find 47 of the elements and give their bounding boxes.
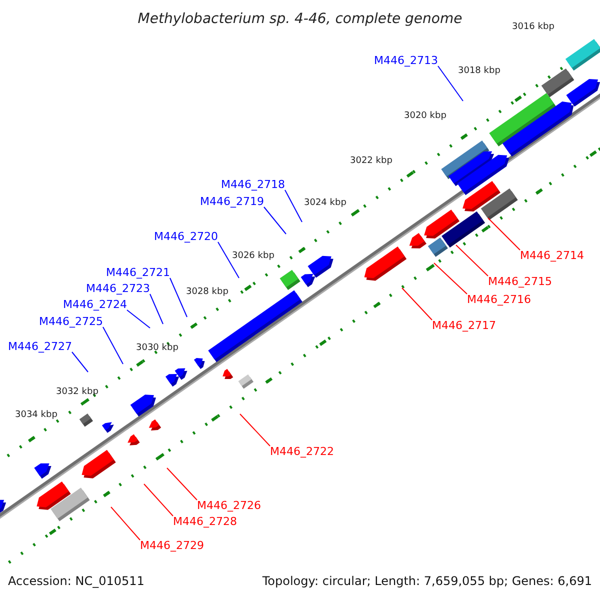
gene-label: M446_2717 xyxy=(432,320,496,331)
scale-label: 3028 kbp xyxy=(186,288,228,297)
leader-line xyxy=(71,352,88,372)
leader-line xyxy=(169,278,188,318)
leader-line xyxy=(110,506,140,540)
gene-label: M446_2723 xyxy=(86,283,150,294)
gene-label: M446_2726 xyxy=(197,500,261,511)
scale-label: 3016 kbp xyxy=(512,23,554,32)
accession-text: Accession: NC_010511 xyxy=(8,575,144,587)
gene-label: M446_2720 xyxy=(154,231,218,242)
leader-line xyxy=(217,242,240,278)
title: Methylobacterium sp. 4-46, complete genome xyxy=(138,12,462,26)
gene-label: M446_2718 xyxy=(221,179,285,190)
leader-line xyxy=(456,244,488,276)
scale-label: 3018 kbp xyxy=(458,67,500,76)
leader-line xyxy=(102,326,124,364)
gene-label: M446_2715 xyxy=(488,276,552,287)
gene-label: M446_2719 xyxy=(200,196,264,207)
leader-line xyxy=(434,262,468,294)
leader-line xyxy=(284,190,302,222)
leader-line xyxy=(240,414,270,446)
gene-label: M446_2727 xyxy=(8,341,72,352)
scale-label: 3030 kbp xyxy=(136,344,178,353)
gene-label: M446_2724 xyxy=(63,299,127,310)
leader-line xyxy=(144,484,174,516)
scale-label: 3032 kbp xyxy=(56,388,98,397)
scale-label: 3034 kbp xyxy=(15,411,58,420)
leader-line xyxy=(166,468,198,500)
gene-label: M446_2722 xyxy=(270,446,334,457)
scale-label: 3026 kbp xyxy=(232,252,274,261)
gene-label: M446_2714 xyxy=(520,250,584,261)
gene-label: M446_2729 xyxy=(140,540,204,551)
leader-line xyxy=(263,206,286,234)
gene-label: M446_2725 xyxy=(39,316,103,327)
gene-label: M446_2721 xyxy=(106,267,170,278)
leader-line xyxy=(149,294,164,324)
gene-label: M446_2713 xyxy=(374,55,438,66)
scale-label: 3020 kbp xyxy=(404,112,446,121)
leader-line xyxy=(126,310,150,328)
gene-label: M446_2716 xyxy=(467,294,531,305)
genome-summary-text: Topology: circular; Length: 7,659,055 bp; Genes: 6,691 xyxy=(262,575,592,587)
leader-line xyxy=(488,218,520,250)
scale-label: 3024 kbp xyxy=(304,199,346,208)
scale-label: 3022 kbp xyxy=(350,157,392,166)
leader-line xyxy=(437,66,464,102)
gene-label: M446_2728 xyxy=(173,516,237,527)
leader-line xyxy=(402,288,432,320)
